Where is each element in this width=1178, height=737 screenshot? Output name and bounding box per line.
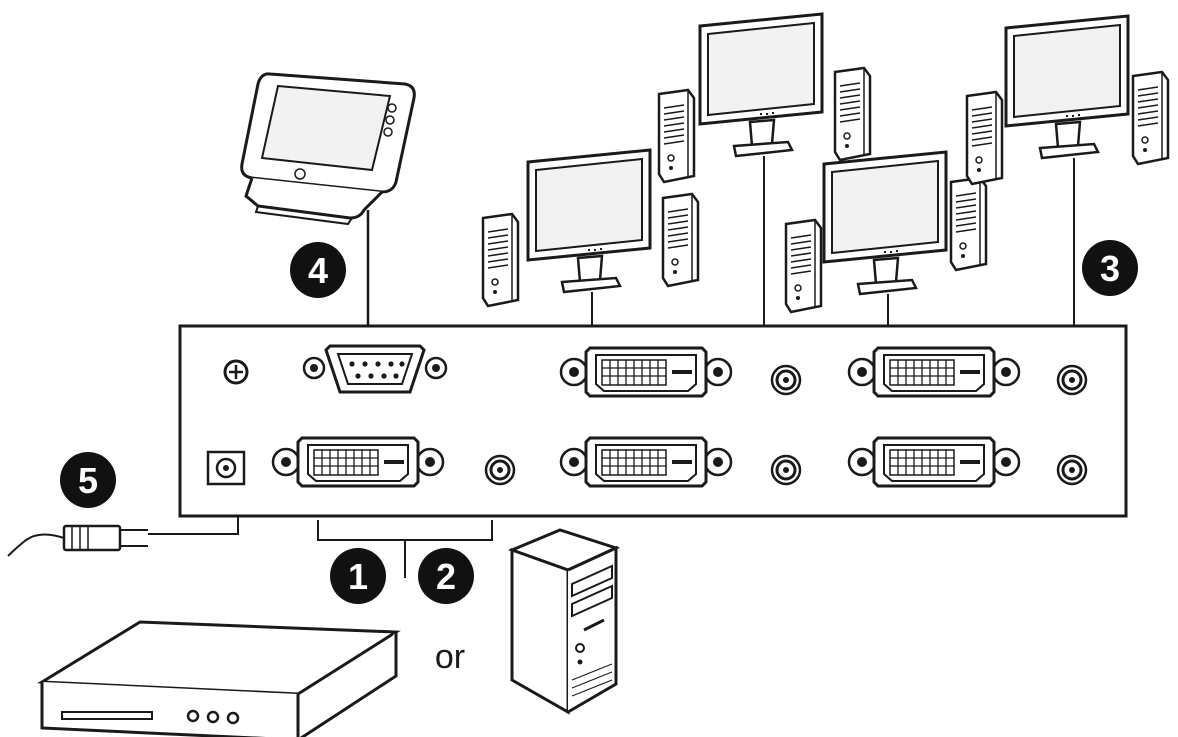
dvi-port-icon bbox=[559, 346, 733, 398]
audio-jack-icon bbox=[770, 454, 802, 486]
callout-1: 1 bbox=[330, 548, 386, 604]
svg-text:1: 1 bbox=[348, 556, 368, 597]
svg-text:5: 5 bbox=[78, 460, 98, 501]
serial-port-icon bbox=[302, 344, 448, 394]
pc-tower-icon bbox=[507, 528, 621, 715]
ground-screw-icon bbox=[223, 359, 249, 385]
monitor-icon bbox=[698, 12, 824, 158]
or-label: or bbox=[435, 638, 465, 676]
svg-text:2: 2 bbox=[436, 556, 456, 597]
monitor-icon bbox=[1004, 14, 1130, 160]
speaker-icon bbox=[1131, 70, 1170, 166]
audio-jack-icon bbox=[484, 454, 516, 486]
svg-text:4: 4 bbox=[308, 250, 328, 291]
monitor-cables bbox=[591, 156, 1075, 326]
audio-jack-icon bbox=[1056, 364, 1088, 396]
callout-5: 5 bbox=[60, 452, 116, 508]
callout-4: 4 bbox=[290, 242, 346, 298]
touch-panel-icon bbox=[240, 72, 416, 226]
audio-jack-icon bbox=[1056, 454, 1088, 486]
monitor-icon bbox=[822, 150, 948, 296]
speaker-icon bbox=[481, 212, 520, 308]
speaker-icon bbox=[965, 90, 1004, 186]
dvi-port-icon bbox=[847, 346, 1021, 398]
speaker-icon bbox=[833, 66, 872, 162]
audio-jack-icon bbox=[770, 364, 802, 396]
monitor-group-3 bbox=[784, 150, 988, 314]
power-adapter-icon bbox=[7, 516, 239, 557]
media-player-icon bbox=[37, 620, 401, 737]
monitor-icon bbox=[526, 148, 652, 294]
speaker-icon bbox=[784, 218, 823, 314]
monitor-group-4 bbox=[965, 14, 1170, 186]
input-bracket bbox=[317, 520, 493, 578]
speaker-icon bbox=[949, 176, 988, 272]
dvi-port-icon bbox=[271, 436, 445, 488]
callout-3: 3 bbox=[1082, 240, 1138, 296]
power-jack-icon bbox=[206, 450, 246, 486]
dvi-port-icon bbox=[559, 436, 733, 488]
speaker-icon bbox=[657, 88, 696, 184]
callout-2: 2 bbox=[418, 548, 474, 604]
dvi-port-icon bbox=[847, 436, 1021, 488]
svg-text:3: 3 bbox=[1100, 248, 1120, 289]
device-rear-panel bbox=[178, 324, 1128, 518]
speaker-icon bbox=[661, 192, 700, 288]
